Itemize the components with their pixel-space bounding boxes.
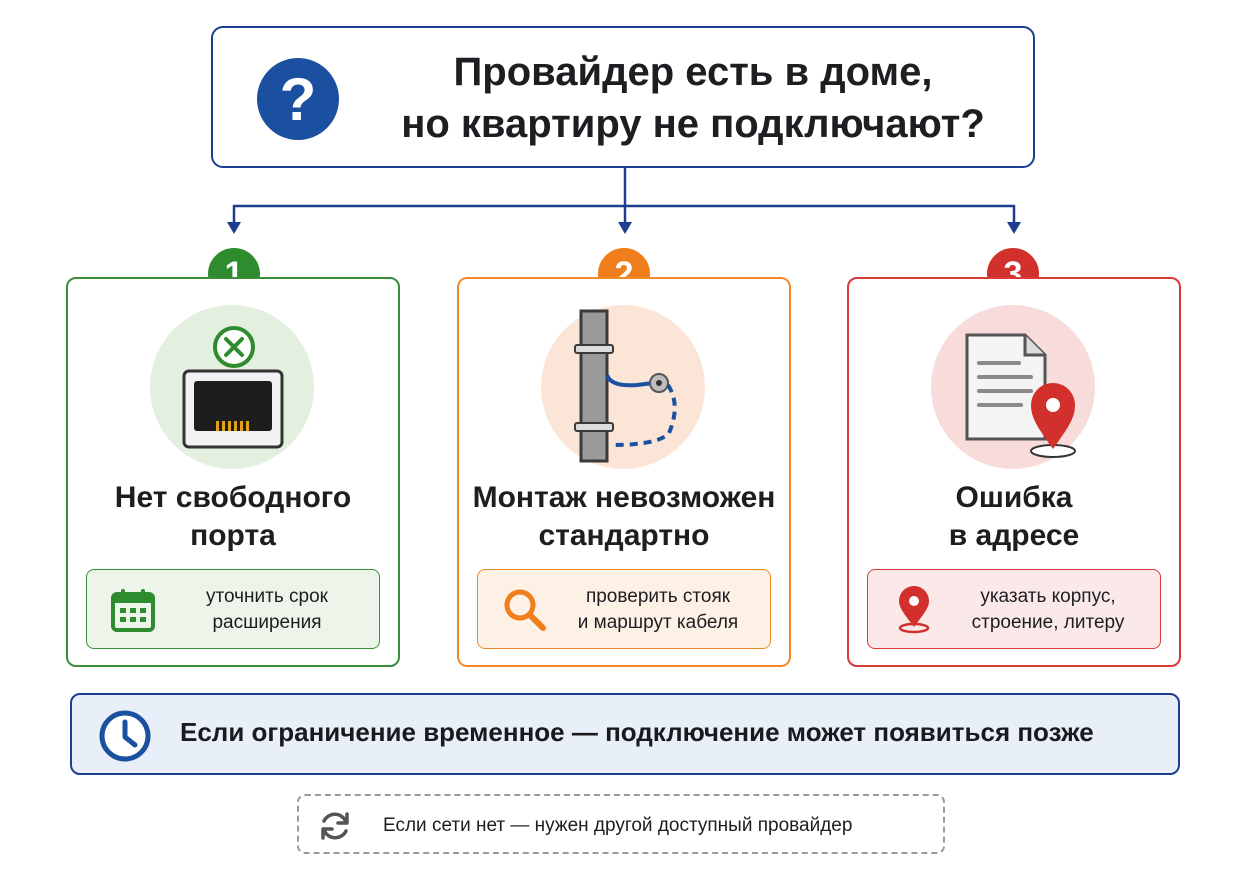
document-location-icon [931,305,1095,469]
question-mark-icon: ? [257,58,339,140]
card-title-line-2: порта [190,519,276,552]
card-title-line-2: стандартно [538,519,710,552]
tip-line-1: проверить стояк [585,586,731,607]
card-title: Нет свободного порта [68,479,398,555]
card-title-line-1: Нет свободного [114,481,352,514]
magnifier-icon [504,589,546,631]
tip-text: проверить стояк и маршрут кабеля [558,584,758,636]
card-address-error: Ошибка в адресе указать корпус, строение… [847,277,1181,667]
tip-box: уточнить срок расширения [86,569,380,649]
tip-text: указать корпус, строение, литеру [948,584,1148,636]
tip-line-2: строение, литеру [971,612,1125,633]
card-title: Монтаж невозможен стандартно [459,479,789,555]
refresh-icon [321,812,349,840]
calendar-icon [111,589,155,632]
tip-box: проверить стояк и маршрут кабеля [477,569,771,649]
map-pin-icon [898,586,930,634]
tip-line-1: указать корпус, [980,586,1116,607]
alternative-provider-note: Если сети нет — нужен другой доступный п… [297,794,945,854]
card-no-free-port: Нет свободного порта уточнить срок расши… [66,277,400,667]
card-title-line-2: в адресе [948,519,1080,552]
alternative-text: Если сети нет — нужен другой доступный п… [383,815,853,836]
tip-line-2: расширения [212,612,322,633]
clock-icon [99,710,151,762]
title-line-1: Провайдер есть в доме, [453,50,933,94]
temporary-limit-note: Если ограничение временное — подключение… [70,693,1180,775]
tip-line-1: уточнить срок [206,586,328,607]
card-title: Ошибка в адресе [849,479,1179,555]
tip-box: указать корпус, строение, литеру [867,569,1161,649]
note-text: Если ограничение временное — подключение… [180,717,1094,747]
ethernet-port-blocked-icon [150,305,314,469]
card-installation-impossible: Монтаж невозможен стандартно проверить с… [457,277,791,667]
card-title-line-1: Ошибка [955,481,1073,514]
tip-text: уточнить срок расширения [167,584,367,636]
riser-cable-route-icon [541,305,705,469]
page-title: Провайдер есть в доме, но квартиру не по… [363,46,1023,150]
title-box: ? Провайдер есть в доме, но квартиру не … [211,26,1035,168]
title-line-2: но квартиру не подключают? [401,102,985,146]
tip-line-2: и маршрут кабеля [577,612,739,633]
card-title-line-1: Монтаж невозможен [472,481,776,514]
